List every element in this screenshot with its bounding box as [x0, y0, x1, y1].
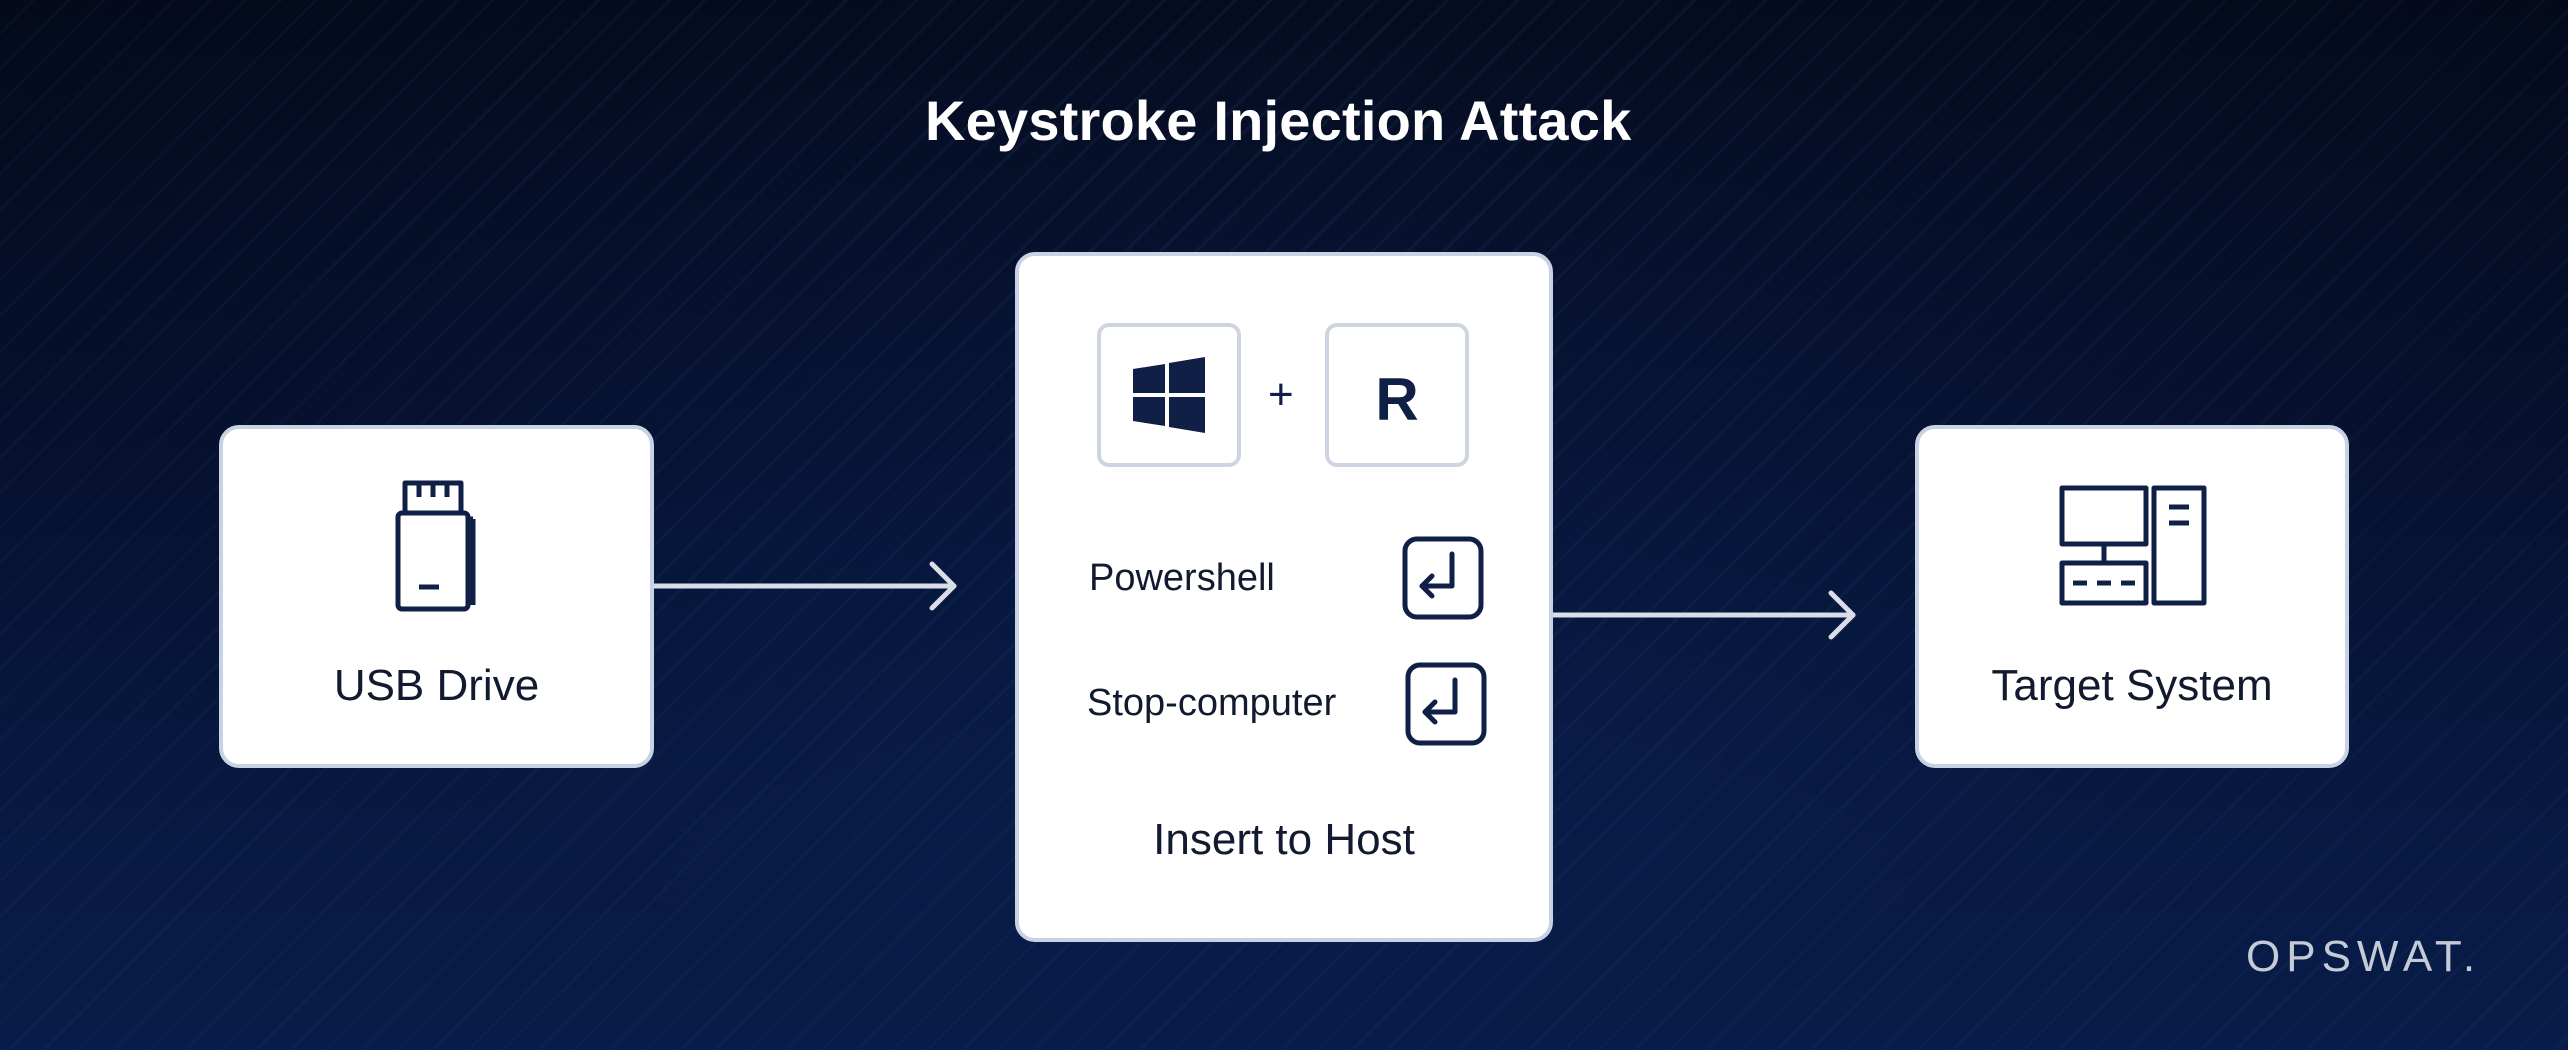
- usb-drive-card: USB Drive: [219, 425, 654, 768]
- command-stop-computer: Stop-computer: [1087, 682, 1337, 724]
- enter-key-icon: [1405, 662, 1487, 746]
- opswat-logo: OPSWAT.: [2246, 932, 2482, 981]
- r-key-label: R: [1375, 366, 1419, 433]
- computer-icon: [2059, 485, 2207, 606]
- command-powershell: Powershell: [1089, 557, 1275, 599]
- target-system-card: Target System: [1915, 425, 2349, 768]
- usb-drive-icon: [395, 480, 476, 612]
- plus-sign: +: [1268, 370, 1294, 419]
- r-key: R: [1325, 323, 1469, 467]
- flow-arrow-host-to-target: [1553, 590, 1856, 640]
- flow-arrow-usb-to-host: [654, 561, 957, 611]
- target-system-label: Target System: [1991, 661, 2273, 710]
- diagram-title: Keystroke Injection Attack: [925, 89, 1632, 152]
- windows-key: [1097, 323, 1241, 467]
- host-label: Insert to Host: [1153, 815, 1415, 864]
- enter-key-icon: [1402, 536, 1484, 620]
- windows-logo-icon: [1133, 357, 1205, 433]
- usb-drive-label: USB Drive: [333, 661, 540, 710]
